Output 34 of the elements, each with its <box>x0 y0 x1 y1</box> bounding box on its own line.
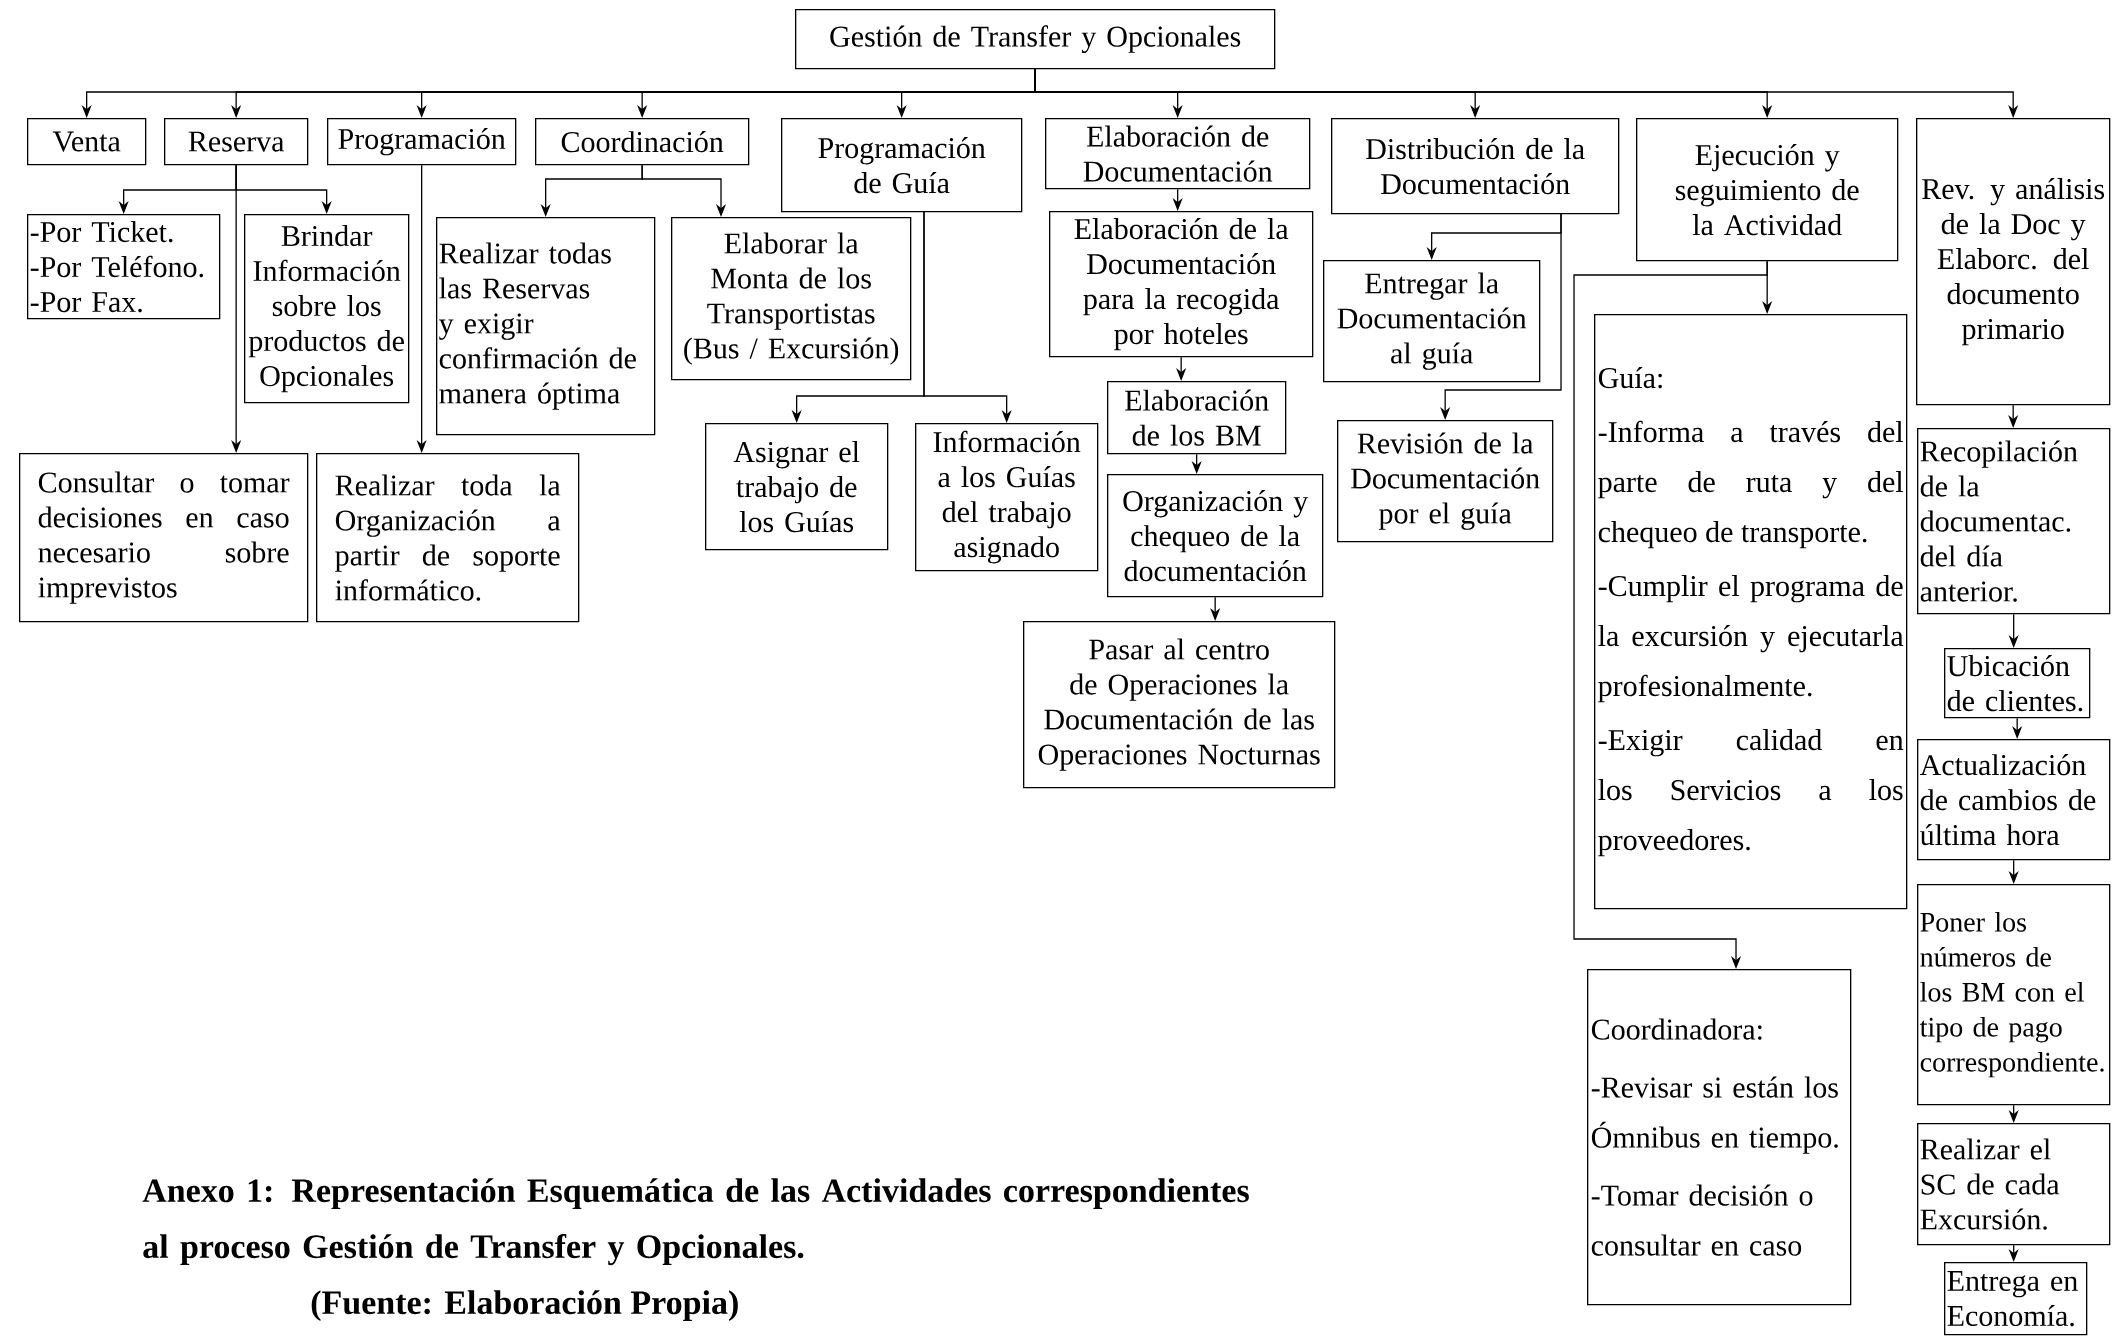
process-box: Ubicación de clientes. <box>1944 648 2091 719</box>
process-box: Distribución de la Documentación <box>1331 118 1620 215</box>
process-box: Revisión de la Documentación por el guía <box>1337 420 1554 543</box>
process-box: Elaborar la Monta de los Transportistas (Bus / Excursión) <box>671 217 912 381</box>
process-box: Realizar toda la Organización a partir de soporte informático. <box>316 453 580 623</box>
process-box: Información a los Guías del trabajo asignado <box>915 423 1099 572</box>
process-box: Realizar el SC de cada Excursión. <box>1917 1123 2111 1246</box>
process-box: Elaboración de Documentación <box>1045 118 1311 190</box>
process-box: Entrega en Economía. <box>1944 1262 2088 1336</box>
process-box: Rev. y análisis de la Doc y Elaborc. del documento primario <box>1916 118 2111 406</box>
process-box: Elaboración de la Documentación para la recogida por hoteles <box>1049 211 1314 358</box>
process-box: Recopilación de la documentac. del día anterior. <box>1917 428 2111 615</box>
process-box: Realizar todas las Reservas y exigir confirmación de manera óptima <box>436 217 656 436</box>
process-box: Guía: -Informa a través del parte de ruta y del chequeo de transporte. -Cumplir el programa de la excursión y ejecutarla profesionalmente. -Exigir calidad en los Servicios a los proveedores. <box>1594 314 1908 910</box>
process-box: Consultar o tomar decisiones en caso necesario sobre imprevistos <box>19 453 309 623</box>
process-box: Programación <box>327 118 517 166</box>
caption-text: Anexo 1: Representación Esquemática de las Actividades correspondientes al proceso Gestión de Transfer y Opcionales. <box>142 1178 1249 1266</box>
process-box: Pasar al centro de Operaciones la Documentación de las Operaciones Nocturnas <box>1023 621 1336 789</box>
process-box: -Por Ticket. -Por Teléfono. -Por Fax. <box>27 214 221 320</box>
process-box: Venta <box>27 118 147 166</box>
process-box: Elaboración de los BM <box>1107 381 1287 455</box>
source-note: (Fuente: Elaboración Propia) <box>311 1290 738 1322</box>
process-box: Coordinadora: -Revisar si están los Ómnibus en tiempo. -Tomar decisión o consultar en caso <box>1587 969 1852 1306</box>
process-box: Organización y chequeo de la documentación <box>1107 474 1324 598</box>
process-box: Reserva <box>164 118 309 166</box>
process-box: Actualización de cambios de última hora <box>1917 739 2111 861</box>
process-box: Poner los números de los BM con el tipo de pago correspondiente. <box>1917 884 2111 1106</box>
process-box: Entregar la Documentación al guía <box>1323 260 1541 383</box>
process-box: Brindar Información sobre los productos de Opcionales <box>244 214 410 404</box>
process-box: Gestión de Transfer y Opcionales <box>795 9 1276 70</box>
process-box: Ejecución y seguimiento de la Actividad <box>1636 118 1899 262</box>
process-box: Coordinación <box>535 118 750 166</box>
process-box: Asignar el trabajo de los Guías <box>705 423 889 551</box>
process-box: Programación de Guía <box>781 118 1023 213</box>
